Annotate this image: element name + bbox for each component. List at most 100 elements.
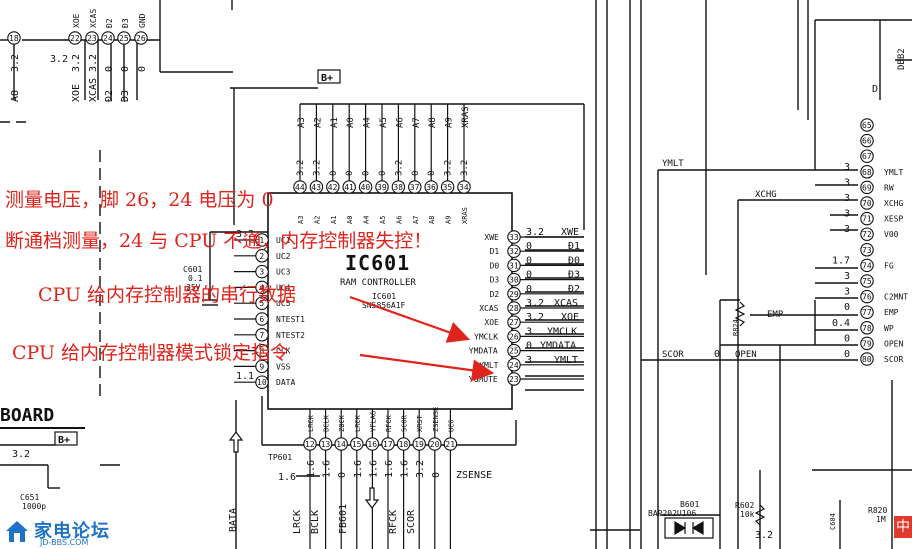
- pin-top-40-number: 40: [361, 183, 371, 192]
- pin-right-30-circle: [507, 272, 521, 287]
- pin-top-volt-37: 0: [411, 171, 421, 176]
- rc-pin-78-number: 78: [862, 324, 872, 333]
- r820-value: 1M: [876, 515, 886, 524]
- rc-label-74: FG: [884, 261, 894, 270]
- pin-right-23-circle: [507, 372, 521, 386]
- rc-pin-72-number: 72: [862, 230, 872, 239]
- hollow-arrow-icons: [228, 431, 380, 509]
- pin-left-2-circle: [255, 249, 269, 263]
- pin-bottom-volt-16: 1.6: [368, 460, 379, 478]
- pin-top-net-36: A8: [428, 117, 438, 128]
- pin-left-8-circle: [255, 343, 269, 358]
- pin-right-volt-32: 0: [526, 241, 532, 252]
- pin-right-net-26: YMCLK: [547, 326, 577, 337]
- b601-ref: B601: [680, 500, 699, 509]
- rc-pin-75-circle: [860, 274, 874, 288]
- pin-right-label-27: XOE: [484, 318, 499, 327]
- rc-pin-80-number: 80: [862, 355, 872, 364]
- pin-bottom-volt-18: 1.6: [400, 460, 411, 478]
- rc-pin-80-circle: [860, 352, 874, 366]
- pin-left-4-circle: [255, 280, 269, 295]
- pin-right-31-number: 31: [509, 261, 519, 270]
- pin-left-5-circle: [255, 296, 269, 310]
- pin-top-40-circle: [358, 180, 373, 194]
- pin-top-volt-42: 0: [329, 171, 339, 176]
- red-arrow-serial: [349, 295, 471, 343]
- pin-top-35-circle: [440, 180, 455, 194]
- top-left-connector: 183.2A822XOE3.2XOE23XCAS3.2XCAS24Ð20Ð225…: [7, 9, 148, 102]
- pin-left-label-2: UC2: [276, 252, 291, 261]
- rc-pin-69-circle: [860, 180, 874, 195]
- net-emp: EMP: [767, 310, 784, 320]
- pin-top-label-39: A5: [379, 216, 387, 224]
- rc-label-69: RW: [884, 183, 894, 192]
- rc-label-78: WP: [884, 324, 894, 333]
- pin-top-volt-40: 0: [362, 171, 372, 176]
- pin-left-6-number: 6: [259, 315, 264, 324]
- pin-bottom-label-21: UC6: [447, 419, 455, 432]
- pin-top-net-40: A4: [363, 117, 373, 128]
- rc-pin-74-circle: [860, 258, 874, 273]
- pin-bottom-18-circle: [396, 437, 411, 451]
- svg-text:B+: B+: [58, 435, 70, 446]
- pin-left-label-4: UC4: [276, 283, 291, 292]
- pin-right-label-23: YGMUTE: [469, 375, 498, 384]
- net-d: D: [872, 84, 878, 95]
- r824-resistor: [734, 301, 746, 327]
- pin-bottom-label-19: XRST: [416, 414, 424, 432]
- pin-right-30-number: 30: [509, 276, 519, 285]
- pin-top-net-44: A3: [297, 117, 307, 128]
- rc-volt-80: 0: [844, 349, 850, 360]
- tl-volt-25: 0: [120, 66, 131, 72]
- pin-left-label-6: NTEST1: [276, 315, 305, 324]
- rc-volt-75: 3: [844, 271, 850, 282]
- pin-top-label-43: A2: [313, 216, 321, 224]
- c601-rating: 25V: [186, 283, 201, 292]
- rc-pin-65-number: 65: [862, 121, 872, 130]
- pin-left-7-circle: [255, 328, 269, 342]
- zsense-net: ZSENSE: [456, 470, 492, 481]
- pin-right-volt-29: 0: [526, 284, 532, 295]
- pin-right-label-26: YMCLK: [474, 332, 498, 341]
- pin-top-label-40: A4: [363, 216, 371, 224]
- annotation-serial-data: CPU 给内存控制器的串行数据: [38, 284, 297, 306]
- tl-pin-23-number: 23: [87, 34, 97, 43]
- rc-label-72: V00: [884, 230, 899, 239]
- pin-left-9-circle: [255, 359, 269, 374]
- pin-left-1-circle: [255, 233, 269, 247]
- pin-left-label-3: UC3: [276, 268, 291, 277]
- pin-top-label-44: A3: [297, 216, 305, 224]
- pin-bottom-15-number: 15: [352, 440, 362, 449]
- pin-top-net-43: A2: [313, 117, 323, 128]
- rc-volt-69: 3: [844, 177, 850, 188]
- bottom-net-4: SCOR: [406, 509, 417, 534]
- pin-right-label-32: D1: [490, 247, 500, 256]
- pin-top-net-38: A6: [395, 117, 405, 128]
- pin-left-3-number: 3: [259, 268, 264, 277]
- pin-left-6-circle: [255, 312, 269, 326]
- b-plus-label: B+: [317, 69, 341, 84]
- v32-bottom-right: 3.2: [755, 530, 773, 541]
- ic-part-ref: IC601: [372, 292, 396, 301]
- pin-right-net-33: XWE: [561, 227, 579, 238]
- tl-pin-23-circle: [85, 31, 99, 45]
- rc-volt-76: 3: [844, 287, 850, 298]
- pin-bottom-14-circle: [334, 437, 348, 451]
- svg-text:B+: B+: [321, 73, 333, 84]
- bottom-net-2: FB601: [338, 504, 349, 534]
- tl-pin-22-number: 22: [70, 34, 80, 43]
- pin-right-32-circle: [507, 244, 521, 258]
- ic-pins: 44A33.2A343A23.2A242A10A141A00A040A40A43…: [234, 104, 584, 549]
- pin-top-net-41: A0: [346, 117, 356, 128]
- net-ymlt-right: YMLT: [662, 159, 684, 169]
- annotation-continuity: 断通档测量，24 与 CPU 不通，内存控制器失控！: [5, 230, 433, 252]
- pin-left-4-number: 4: [259, 283, 264, 292]
- pin-bottom-14-number: 14: [336, 440, 346, 449]
- pin-top-43-circle: [309, 180, 324, 194]
- tl-pin-24-circle: [101, 31, 115, 45]
- net-xchg: XCHG: [755, 190, 777, 200]
- pin-right-25-circle: [507, 343, 521, 358]
- pin-bottom-17-circle: [381, 437, 395, 451]
- pin-bottom-21-circle: [443, 437, 458, 451]
